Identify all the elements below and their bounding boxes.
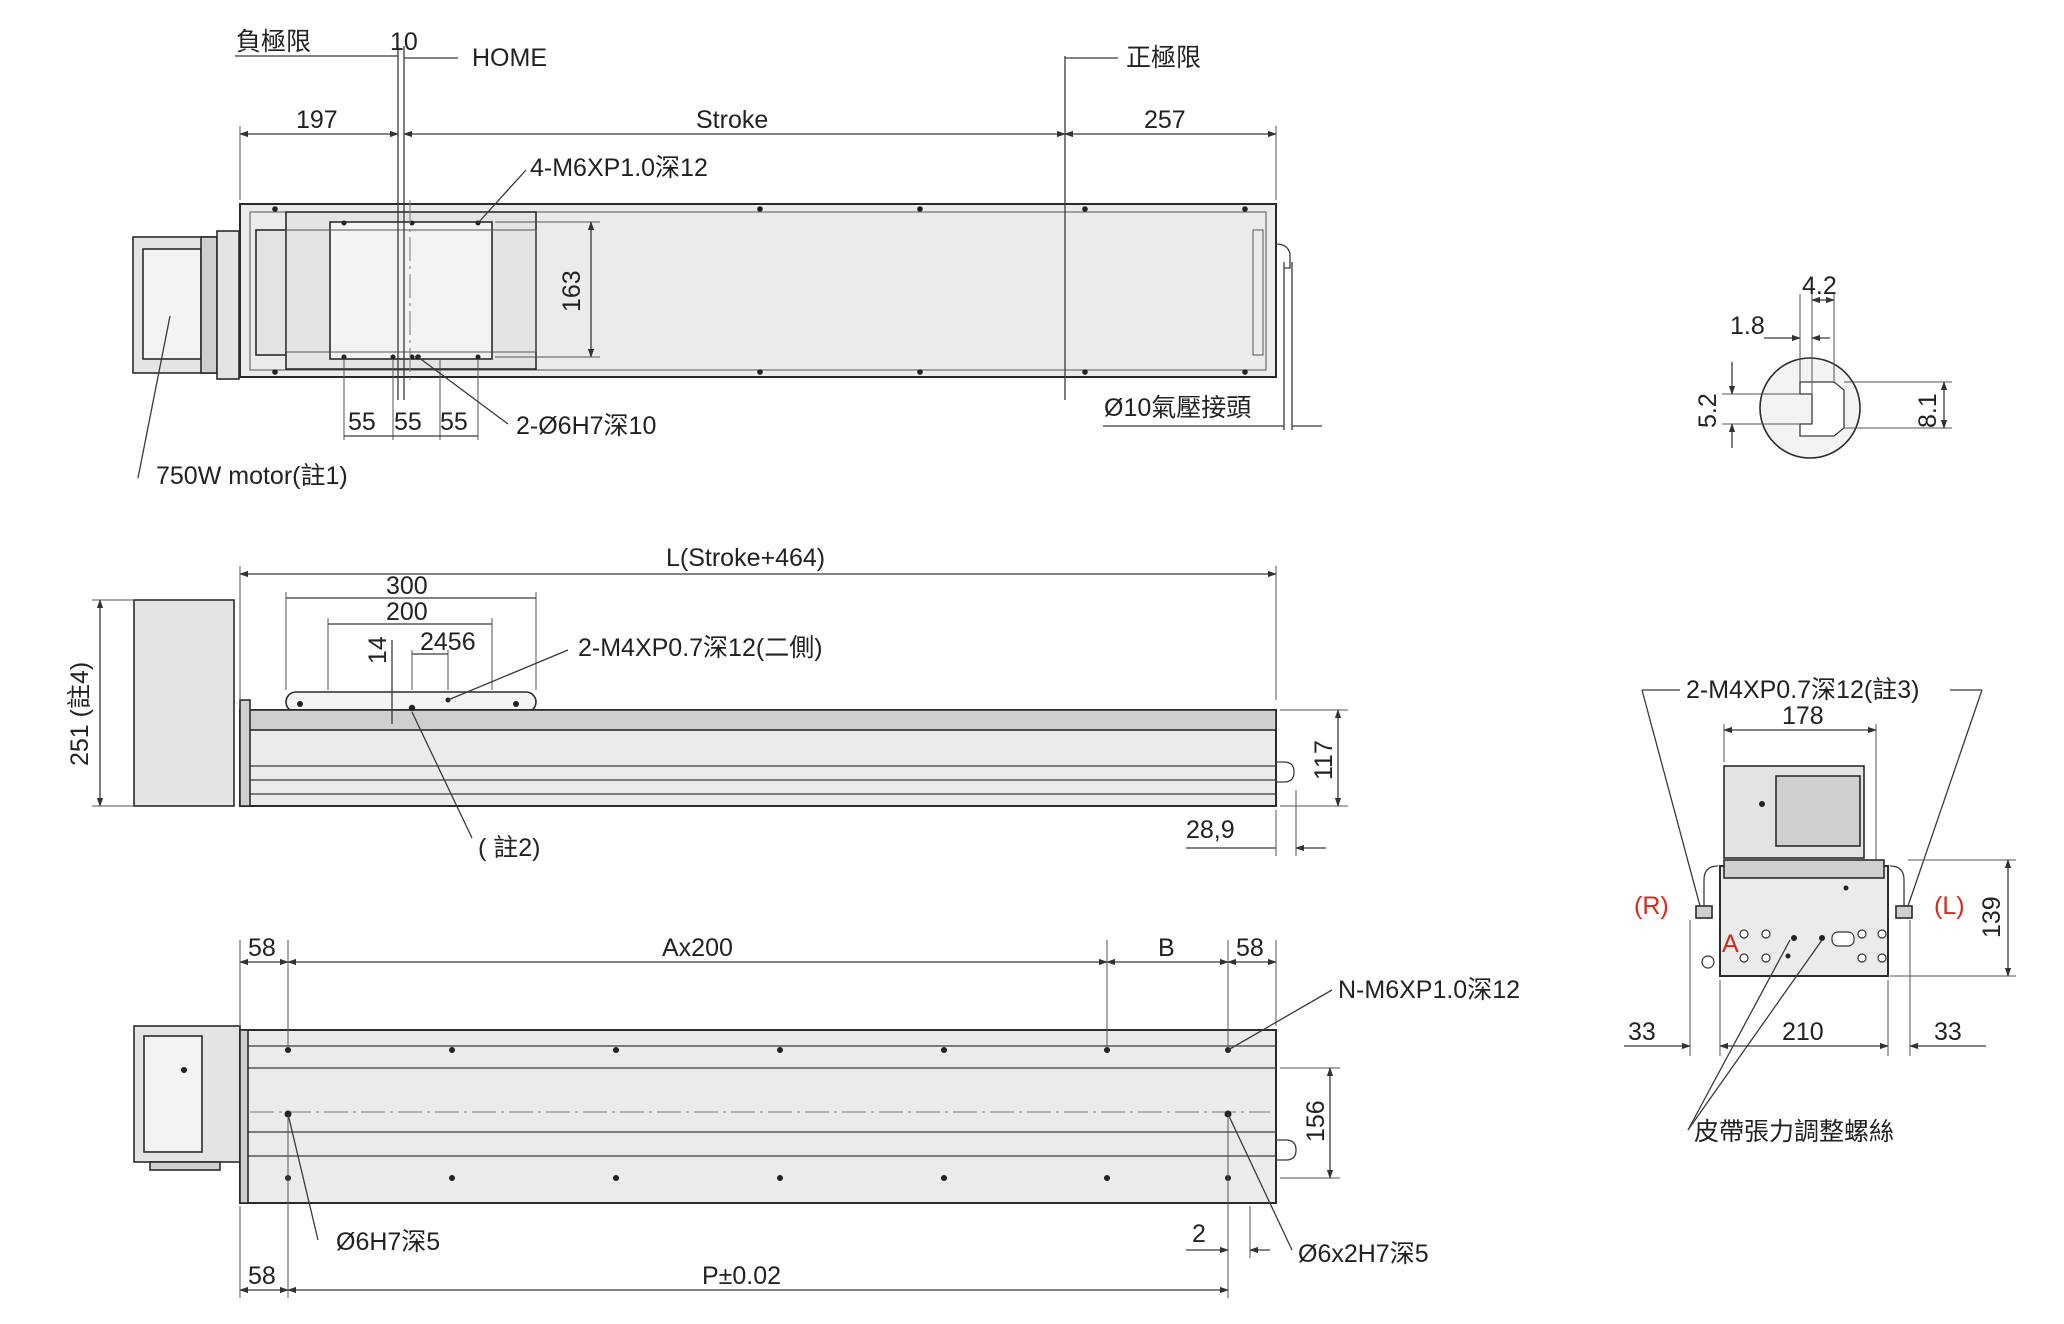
- pos-limit-label: 正極限: [1126, 44, 1201, 72]
- dim-58-tl: 58: [248, 934, 276, 962]
- pin-hole-label: Ø6H7深5: [336, 1228, 440, 1256]
- slot-hole-label: Ø6x2H7深5: [1298, 1240, 1429, 1268]
- label-l: (L): [1934, 892, 1965, 920]
- dim-b: B: [1158, 934, 1175, 962]
- pitch-label: Ax200: [662, 934, 733, 962]
- dowel-holes-label: 2-Ø6H7深10: [516, 412, 656, 440]
- dim-55-a: 55: [348, 408, 376, 436]
- dim-210: 210: [1782, 1018, 1824, 1046]
- height-251: 251 (註4): [66, 662, 94, 766]
- motor-label: 750W motor(註1): [156, 462, 348, 490]
- top-view: 負極限 10 HOME 正極限 197 Stroke 257 4-M6XP1.0…: [132, 28, 1322, 490]
- dim-33-r: 33: [1934, 1018, 1962, 1046]
- dim-156: 156: [1302, 1100, 1330, 1142]
- dim-14: 14: [364, 636, 392, 664]
- dim-163: 163: [558, 270, 586, 312]
- offset-10-label: 10: [390, 28, 418, 56]
- dim-117: 117: [1310, 740, 1338, 780]
- dim-178: 178: [1782, 702, 1824, 730]
- p-tol-label: P±0.02: [702, 1262, 781, 1290]
- dim-1-8: 1.8: [1730, 312, 1765, 340]
- dim-197: 197: [296, 106, 338, 134]
- dim-58-tr: 58: [1236, 934, 1264, 962]
- tap-holes-label: 4-M6XP1.0深12: [530, 154, 708, 182]
- dim-2456: 2456: [420, 628, 476, 656]
- dim-300: 300: [386, 572, 428, 600]
- bottom-view: 58 Ax200 B 58 N-M6XP1.0深12 156 Ø6H7深5 2 …: [133, 934, 1520, 1298]
- dim-4-2: 4.2: [1802, 272, 1837, 300]
- home-label: HOME: [472, 44, 547, 72]
- dim-139: 139: [1978, 896, 2006, 938]
- stroke-label: Stroke: [696, 106, 768, 134]
- slot-detail: 4.2 1.8 5.2 8.1: [1694, 272, 1952, 459]
- carriage-top: [285, 211, 537, 370]
- side-holes-label: 2-M4XP0.7深12(二側): [578, 634, 823, 662]
- dim-5-2: 5.2: [1694, 393, 1722, 428]
- dim-257: 257: [1144, 106, 1186, 134]
- label-r: (R): [1634, 892, 1669, 920]
- dim-8-1: 8.1: [1914, 393, 1942, 428]
- dim-55-c: 55: [440, 408, 468, 436]
- dim-200: 200: [386, 598, 428, 626]
- label-a: A: [1722, 930, 1739, 958]
- belt-screws-label: 皮帶張力調整螺絲: [1694, 1118, 1894, 1146]
- actuator-body-bottom: [239, 1029, 1277, 1204]
- neg-limit-label: 負極限: [236, 28, 311, 56]
- dim-33-l: 33: [1628, 1018, 1656, 1046]
- length-label: L(Stroke+464): [666, 544, 825, 572]
- mount-holes-label: N-M6XP1.0深12: [1338, 976, 1520, 1004]
- end-holes-label: 2-M4XP0.7深12(註3): [1686, 676, 1919, 704]
- dim-2: 2: [1192, 1220, 1206, 1248]
- end-view: 2-M4XP0.7深12(註3) 178 (R) (L) A 139 33 21…: [1624, 676, 2016, 1146]
- note-2: ( 註2): [478, 834, 541, 862]
- motor-side: [133, 599, 235, 807]
- motor-top: [132, 230, 240, 380]
- dim-55-b: 55: [394, 408, 422, 436]
- dim-58-bl: 58: [248, 1262, 276, 1290]
- side-view: L(Stroke+464) 300 200 14 2456 2-M4XP0.7深…: [66, 544, 1348, 862]
- air-fitting-label: Ø10氣壓接頭: [1104, 394, 1251, 422]
- dim-28-9: 28,9: [1186, 816, 1235, 844]
